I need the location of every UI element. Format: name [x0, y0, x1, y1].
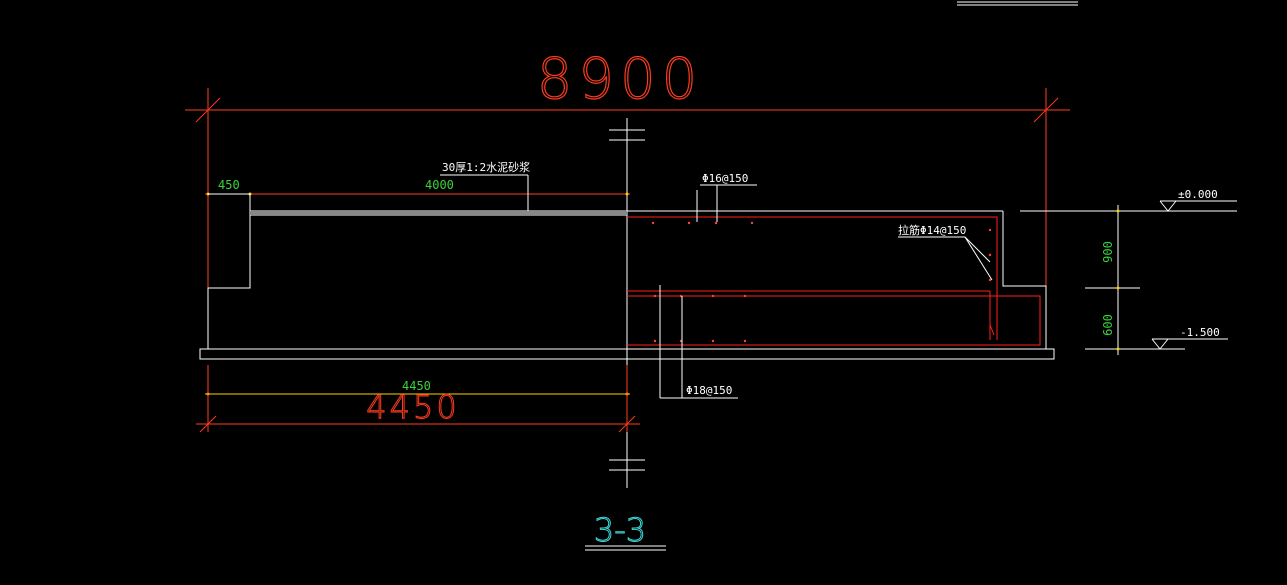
rebar-top-label: Φ16@150	[702, 172, 748, 185]
centerline-axis	[609, 118, 645, 488]
elevation-ticks	[1116, 209, 1120, 351]
section-title: 3-3	[594, 511, 646, 549]
elevation-lines	[1020, 200, 1237, 355]
rebar-cage	[627, 216, 1041, 346]
rebar-dots	[651, 221, 992, 343]
height-upper-text: 900	[1101, 241, 1115, 263]
half-dimension-small-text: 4450	[402, 379, 431, 393]
sheet-title-underline	[957, 1, 1078, 6]
section-title-underline	[585, 545, 666, 551]
mortar-leader	[440, 174, 529, 211]
overall-dimension-text: 8900	[537, 47, 704, 112]
half-dimension-large	[196, 365, 640, 433]
rebar-bottom-leader	[659, 285, 738, 399]
mortar-hatch	[250, 211, 627, 215]
height-lower-text: 600	[1101, 314, 1115, 336]
rebar-side-label: 拉筋Φ14@150	[898, 223, 966, 237]
mortar-note: 30厚1:2水泥砂浆	[442, 160, 530, 174]
rebar-top-leader	[696, 184, 757, 222]
rebar-side-leader	[898, 236, 993, 281]
elevation-neg-label: -1.500	[1180, 326, 1220, 339]
overall-dimension	[185, 88, 1070, 290]
left-step-dim-text: 450	[218, 178, 240, 192]
elevation-zero-label: ±0.000	[1178, 188, 1218, 201]
half-dimension-large-text: 4450	[366, 388, 459, 426]
slab-span-dim-text: 4000	[425, 178, 454, 192]
rebar-bottom-label: Φ18@150	[686, 384, 732, 397]
